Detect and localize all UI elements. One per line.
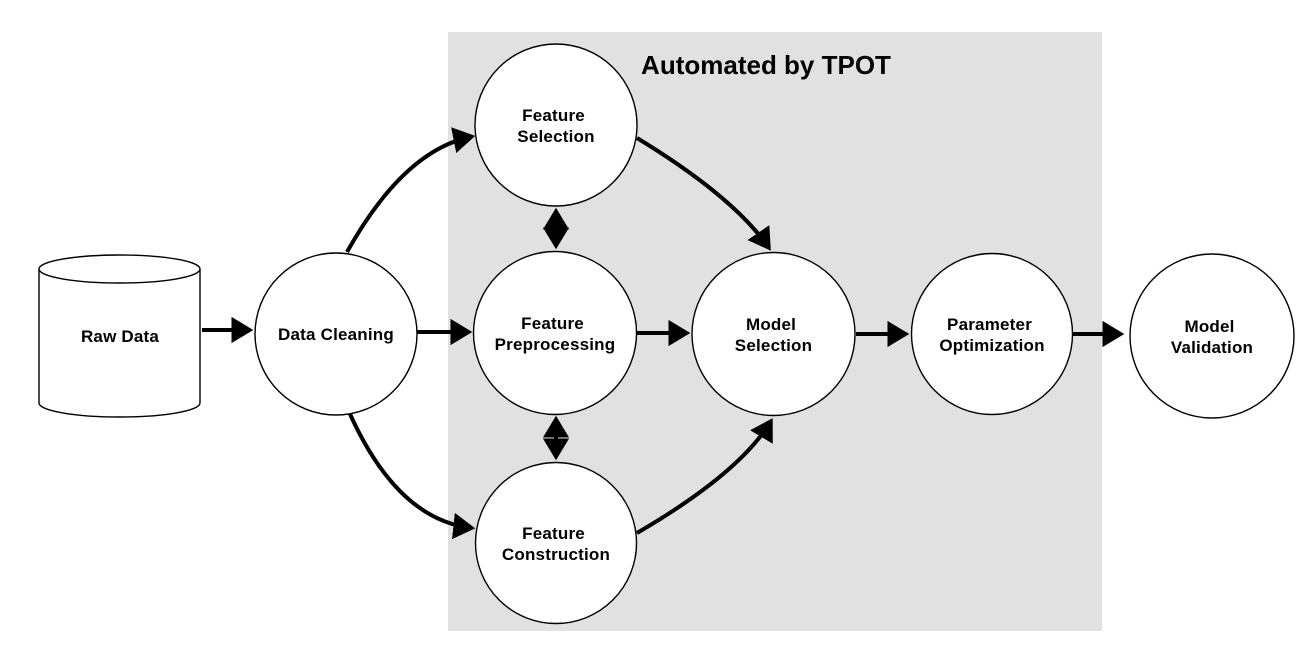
node-label: Feature Construction bbox=[502, 524, 610, 564]
edges bbox=[202, 127, 1125, 540]
node-feature-construction: Feature Construction bbox=[474, 461, 638, 625]
node-circle bbox=[254, 252, 418, 416]
edge-data-cleaning-to-feature-selection bbox=[345, 127, 476, 253]
node-label: Parameter Optimization bbox=[939, 315, 1044, 355]
node-circle bbox=[910, 252, 1074, 416]
node-circle bbox=[472, 250, 638, 416]
node-feature-selection: Feature Selection bbox=[474, 43, 638, 207]
edge-feature-selection-to-model-selection bbox=[635, 136, 771, 251]
node-circle bbox=[474, 43, 638, 207]
node-parameter-optimization: Parameter Optimization bbox=[910, 252, 1074, 416]
edge-feature-construction-to-model-selection bbox=[635, 418, 773, 535]
cylinder-top bbox=[38, 254, 201, 284]
node-label: Data Cleaning bbox=[278, 325, 394, 344]
node-circle bbox=[1129, 253, 1295, 419]
node-feature-preprocessing: Feature Preprocessing bbox=[472, 250, 638, 416]
node-model-selection: Model Selection bbox=[691, 251, 856, 417]
node-label: Raw Data bbox=[81, 327, 159, 346]
automated-region-title: Automated by TPOT bbox=[641, 50, 891, 80]
node-label: Model Selection bbox=[735, 315, 812, 355]
cylinder-body bbox=[38, 269, 201, 418]
node-circle bbox=[691, 251, 856, 417]
node-data-cleaning: Data Cleaning bbox=[254, 252, 418, 416]
node-circle bbox=[474, 461, 638, 625]
node-raw-data: Raw Data bbox=[38, 254, 201, 418]
node-label: Feature Selection bbox=[517, 106, 594, 146]
node-model-validation: Model Validation bbox=[1129, 253, 1295, 419]
node-label: Feature Preprocessing bbox=[495, 314, 616, 354]
edge-data-cleaning-to-feature-construction bbox=[348, 413, 476, 540]
node-label: Model Validation bbox=[1171, 317, 1253, 357]
